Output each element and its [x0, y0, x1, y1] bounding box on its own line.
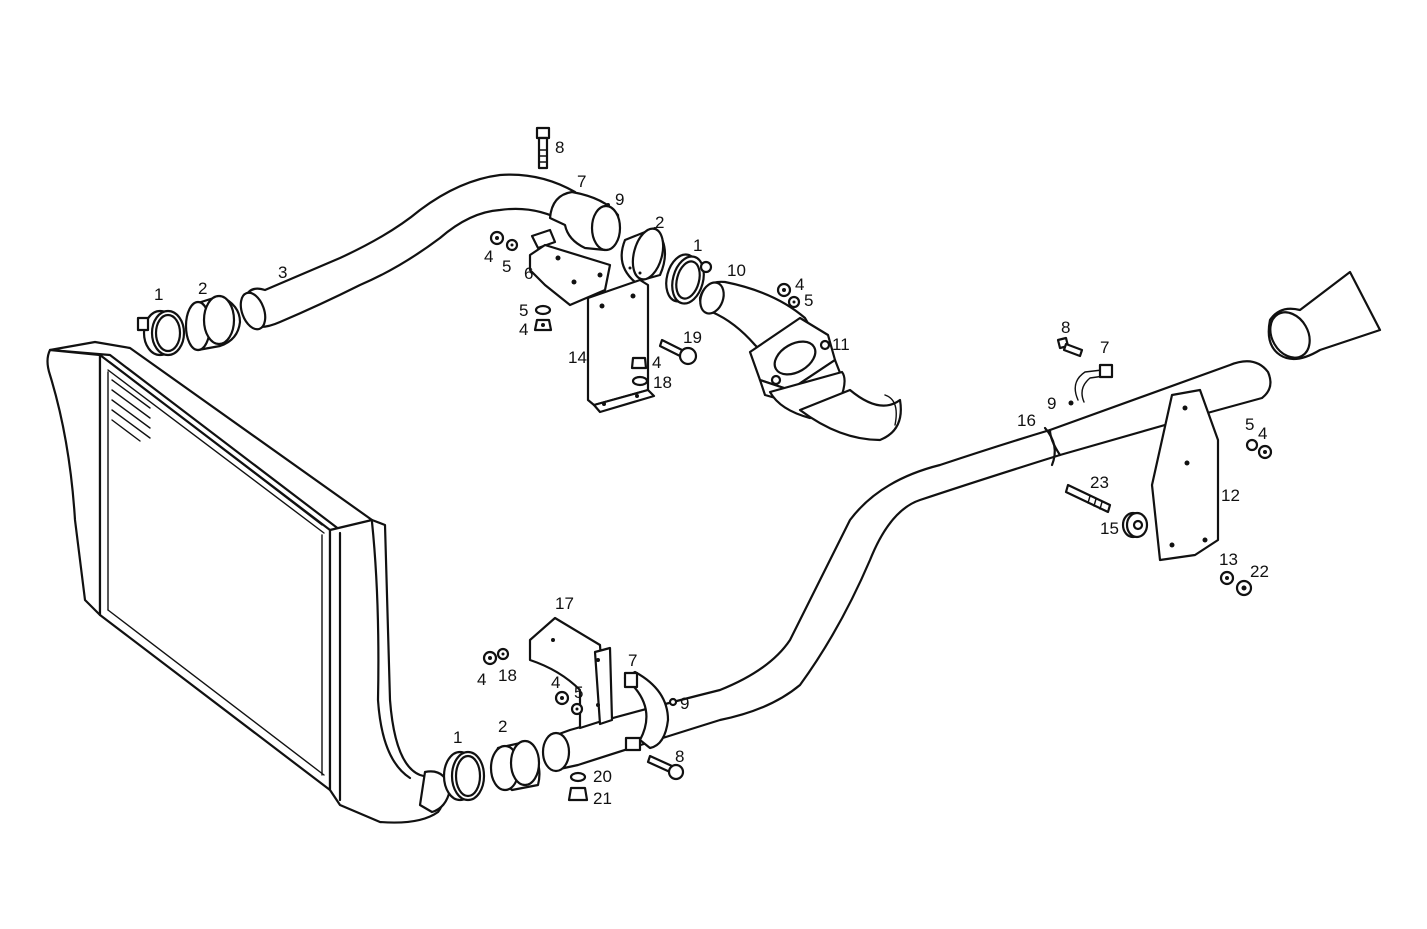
hose-sleeve-2-lower [489, 739, 541, 792]
callout-19: 19 [683, 328, 702, 347]
callout-12: 12 [1221, 486, 1240, 505]
callout-16: 16 [1017, 411, 1036, 430]
washer-13 [1219, 570, 1235, 586]
washer-5-right [1245, 438, 1259, 452]
washer-20 [569, 771, 587, 783]
nut-4-b [533, 318, 553, 332]
callout-7-lower: 7 [628, 651, 637, 670]
callout-9: 9 [615, 190, 624, 209]
spacer-15 [1121, 511, 1149, 539]
nut-4-lower-a [482, 650, 498, 666]
callout-1-lower: 1 [453, 728, 462, 747]
callout-5-right: 5 [1245, 415, 1254, 434]
callout-labels: 1 2 3 8 7 9 2 1 10 4 5 11 4 5 6 5 4 14 1… [154, 138, 1269, 808]
nut-4-a [489, 230, 505, 246]
washer-5-a [505, 238, 519, 252]
stud-23 [1064, 483, 1112, 514]
washer-5-b [534, 304, 552, 316]
callout-4-lower-a: 4 [477, 670, 486, 689]
hose-sleeve-2-middle [620, 226, 667, 284]
callout-4-b: 4 [519, 320, 528, 339]
mounting-plate-12 [1150, 388, 1220, 562]
callout-7-right: 7 [1100, 338, 1109, 357]
callout-23: 23 [1090, 473, 1109, 492]
nut-9-lower [668, 697, 678, 707]
pipe-clamp-7-lower [623, 670, 670, 752]
nut-4-right [1257, 444, 1273, 460]
callout-13: 13 [1219, 550, 1238, 569]
support-bracket-14 [586, 278, 656, 414]
nut-9-right [1068, 400, 1074, 406]
hose-clamp-1-middle [665, 253, 713, 305]
nut-9-a [606, 203, 610, 207]
callout-5-flange: 5 [804, 291, 813, 310]
callout-11: 11 [832, 335, 850, 354]
intercooler-radiator [46, 340, 452, 824]
callout-4-a: 4 [484, 247, 493, 266]
callout-10: 10 [727, 261, 746, 280]
bolt-8-right [1056, 336, 1084, 358]
callout-15: 15 [1100, 519, 1119, 538]
callout-1-mid: 1 [693, 236, 702, 255]
hose-clamp-1-lower [442, 750, 486, 802]
callout-4-lower-b: 4 [551, 673, 560, 692]
callout-8: 8 [555, 138, 564, 157]
washer-18-a [631, 375, 649, 387]
bolt-8-upper [535, 126, 551, 170]
callout-5-b: 5 [519, 301, 528, 320]
callout-18-lower: 18 [498, 666, 517, 685]
callout-7: 7 [577, 172, 586, 191]
flange-11 [748, 316, 902, 442]
callout-9-right: 9 [1047, 394, 1056, 413]
callout-17: 17 [555, 594, 574, 613]
callout-14: 14 [568, 348, 587, 367]
callout-8-lower: 8 [675, 747, 684, 766]
pipe-clamp-7-upper [530, 190, 622, 252]
pipe-clamp-7-right [1074, 363, 1114, 403]
callout-2-lower: 2 [498, 717, 507, 736]
callout-1: 1 [154, 285, 163, 304]
nut-4-c [630, 356, 648, 370]
callout-4-flange: 4 [795, 275, 804, 294]
bolt-8-lower [646, 754, 685, 781]
callout-5-lower: 5 [574, 683, 583, 702]
nut-4-d [776, 282, 792, 298]
callout-18-a: 18 [653, 373, 672, 392]
support-bracket-17 [528, 616, 614, 730]
callout-4-c: 4 [652, 353, 661, 372]
callout-22: 22 [1250, 562, 1269, 581]
nut-21 [567, 786, 589, 802]
callout-5-a: 5 [502, 257, 511, 276]
callout-8-right: 8 [1061, 318, 1070, 337]
callout-21: 21 [593, 789, 612, 808]
callout-4-right: 4 [1258, 424, 1267, 443]
callout-6: 6 [524, 264, 533, 283]
nut-4-lower-b [554, 690, 570, 706]
callout-3: 3 [278, 263, 287, 282]
upper-intake-pipe [239, 173, 577, 331]
washer-5-c [787, 295, 801, 309]
washer-5-lower [570, 702, 584, 716]
bolt-19 [658, 338, 698, 366]
callout-2-mid: 2 [655, 213, 664, 232]
callout-20: 20 [593, 767, 612, 786]
hose-sleeve-2-left [184, 294, 242, 352]
hose-clamp-1-left [136, 309, 186, 357]
nut-22 [1235, 579, 1253, 597]
callout-9-lower: 9 [680, 694, 689, 713]
washer-18-lower [496, 647, 510, 661]
callout-2: 2 [198, 279, 207, 298]
